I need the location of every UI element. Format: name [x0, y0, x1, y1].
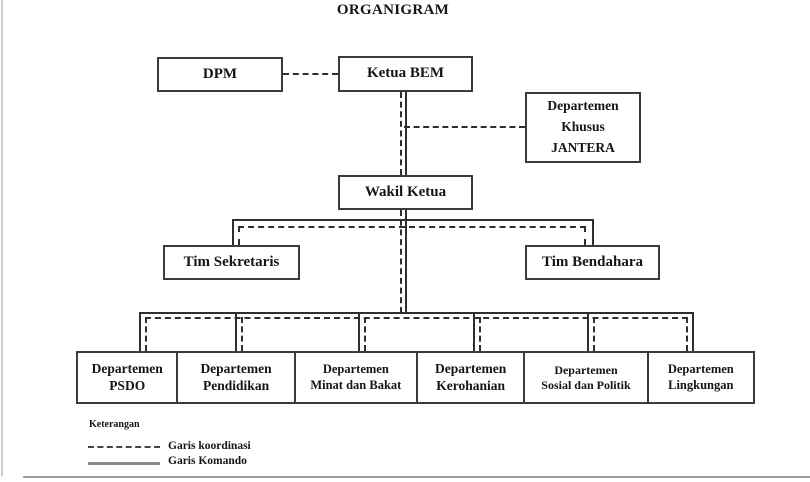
drop-pendidikan-solid: [235, 312, 237, 351]
dept-lingkungan-line1: Departemen: [667, 361, 734, 376]
connector-ketua-wakil-solid: [405, 92, 407, 175]
drop-bendahara-solid: [592, 219, 594, 245]
jantera-line-3: JANTERA: [551, 139, 615, 155]
drop-kerohanian-dashed: [479, 317, 481, 351]
bracket-l4-solid-horizontal: [139, 312, 694, 314]
legend-solid-label: Garis Komando: [168, 455, 247, 467]
drop-sosial-dashed: [593, 317, 595, 351]
bracket-l3-dashed-horizontal: [238, 226, 586, 228]
legend-dashed-label: Garis koordinasi: [168, 440, 251, 452]
box-departemen-sosial-dan-politik: Departemen Sosial dan Politik: [523, 353, 646, 402]
page-left-border: [1, 0, 3, 476]
box-departemen-khusus-jantera: Departemen Khusus JANTERA: [525, 92, 641, 163]
drop-kerohanian-solid: [473, 312, 475, 351]
legend-solid-line-sample: [88, 462, 160, 465]
drop-sekretaris-solid: [232, 219, 234, 245]
box-departemen-psdo: Departemen PSDO: [78, 353, 176, 402]
dept-minat-line2: Minat dan Bakat: [310, 377, 402, 392]
connector-wakil-down-solid: [405, 210, 407, 312]
drop-minat-dashed: [364, 317, 366, 351]
dept-psdo-line2: PSDO: [109, 377, 146, 393]
connector-dpm-ketua-dashed: [283, 73, 338, 75]
page-bottom-border: [23, 476, 810, 478]
box-wakil-ketua: Wakil Ketua: [338, 175, 473, 210]
jantera-line-2: Khusus: [561, 119, 605, 135]
legend-dashed-line-sample: [88, 446, 160, 448]
box-departemen-pendidikan: Departemen Pendidikan: [176, 353, 293, 402]
box-departemen-kerohanian: Departemen Kerohanian: [415, 353, 523, 402]
box-departemen-minat-dan-bakat: Departemen Minat dan Bakat: [293, 353, 416, 402]
dept-kerohanian-line1: Departemen: [435, 360, 507, 376]
drop-pendidikan-dashed: [241, 317, 243, 351]
drop-sosial-solid: [587, 312, 589, 351]
box-ketua-bem-label: Ketua BEM: [366, 65, 445, 82]
box-tim-sekretaris-label: Tim Sekretaris: [183, 253, 280, 270]
connector-ketua-wakil-dashed: [400, 92, 402, 175]
box-tim-bendahara: Tim Bendahara: [525, 245, 660, 280]
legend-heading: Keterangan: [89, 419, 140, 430]
dept-psdo-line1: Departemen: [91, 360, 163, 376]
bracket-l4-dashed-horizontal: [145, 317, 688, 319]
dept-minat-line1: Departemen: [322, 361, 389, 376]
connector-jantera-dashed: [404, 126, 525, 128]
drop-lingkungan-solid: [692, 312, 694, 351]
box-tim-sekretaris: Tim Sekretaris: [163, 245, 300, 280]
drop-minat-solid: [358, 312, 360, 351]
department-row: Departemen PSDO Departemen Pendidikan De…: [76, 351, 755, 404]
page-title: ORGANIGRAM: [336, 2, 450, 18]
box-departemen-lingkungan: Departemen Lingkungan: [646, 353, 753, 402]
box-wakil-ketua-label: Wakil Ketua: [364, 183, 447, 200]
connector-wakil-down-dashed: [400, 210, 402, 313]
box-tim-bendahara-label: Tim Bendahara: [542, 253, 643, 270]
drop-sekretaris-dashed: [238, 226, 240, 245]
dept-pendidikan-line1: Departemen: [200, 360, 272, 376]
drop-psdo-dashed: [145, 317, 147, 351]
bracket-l3-solid-horizontal: [232, 219, 594, 221]
drop-lingkungan-dashed: [686, 317, 688, 351]
dept-lingkungan-line2: Lingkungan: [668, 377, 734, 392]
jantera-line-1: Departemen: [547, 98, 619, 114]
dept-kerohanian-line2: Kerohanian: [436, 377, 506, 393]
box-dpm-label: DPM: [202, 65, 238, 82]
drop-bendahara-dashed: [584, 226, 586, 245]
box-ketua-bem: Ketua BEM: [338, 56, 473, 92]
dept-pendidikan-line2: Pendidikan: [203, 377, 270, 393]
dept-sosial-line1: Departemen: [554, 362, 618, 377]
drop-psdo-solid: [139, 312, 141, 351]
dept-sosial-line2: Sosial dan Politik: [541, 377, 631, 392]
box-dpm: DPM: [157, 57, 283, 92]
